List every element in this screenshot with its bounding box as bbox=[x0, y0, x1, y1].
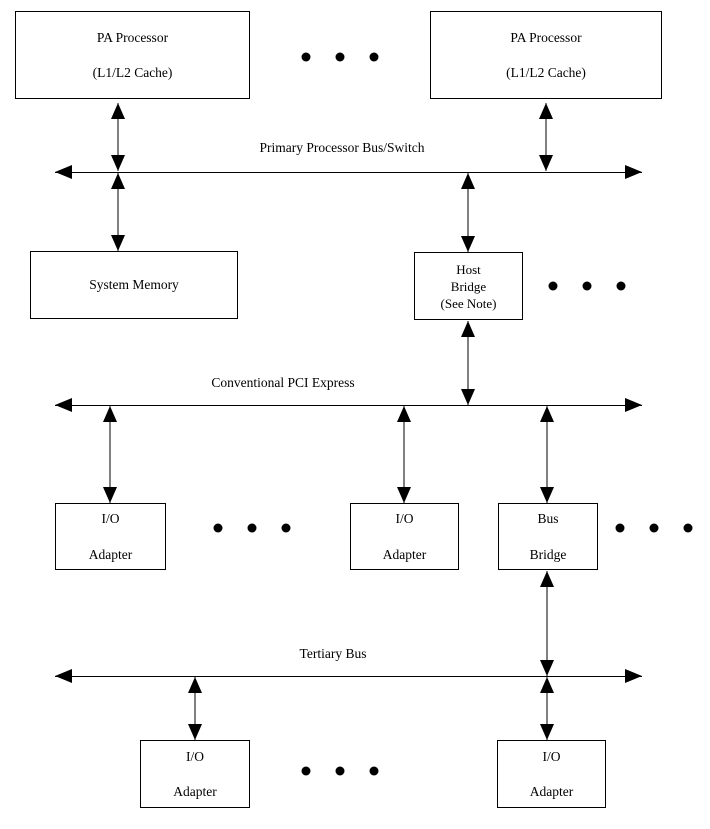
arrowhead-up bbox=[461, 321, 475, 337]
arrowhead-down bbox=[539, 155, 553, 171]
ellipsis-dot bbox=[582, 281, 592, 291]
pa-processor-left-box[interactable]: PA Processor (L1/L2 Cache) bbox=[15, 11, 250, 99]
system-memory-box[interactable]: System Memory bbox=[30, 251, 238, 319]
ellipsis-dot bbox=[247, 523, 257, 533]
arrowhead-down bbox=[111, 155, 125, 171]
arrowhead-down bbox=[540, 724, 554, 740]
primary-bus-right-arrow bbox=[625, 165, 642, 179]
pa-processor-left-title: PA Processor bbox=[96, 29, 169, 45]
ellipsis-dot bbox=[615, 523, 625, 533]
io-adapter-pci-right-line2: Adapter bbox=[382, 546, 427, 562]
bus-bridge-line2: Bridge bbox=[529, 546, 567, 562]
arrowhead-up bbox=[540, 406, 554, 422]
pa-processor-right-box[interactable]: PA Processor (L1/L2 Cache) bbox=[430, 11, 662, 99]
pci-express-bus-line bbox=[55, 405, 642, 406]
ellipsis-dot bbox=[301, 766, 311, 776]
pa-processor-right-subtitle: (L1/L2 Cache) bbox=[506, 65, 586, 80]
host-bridge-ellipsis bbox=[548, 281, 626, 291]
io-adapter-tertiary-left-line1: I/O bbox=[186, 748, 204, 764]
host-bridge-box[interactable]: Host Bridge (See Note) bbox=[414, 252, 523, 320]
io-adapter-row-right-ellipsis bbox=[615, 523, 693, 533]
connector-host-bridge-to-pci-bus bbox=[467, 321, 469, 405]
connector-pci-bus-to-io-adapter-left bbox=[109, 406, 111, 503]
arrowhead-up bbox=[111, 173, 125, 189]
primary-bus-left-arrow bbox=[55, 165, 72, 179]
connector-bus-bridge-to-tertiary-bus bbox=[546, 571, 548, 676]
connector-pci-bus-to-io-adapter-right bbox=[403, 406, 405, 503]
arrowhead-down bbox=[461, 389, 475, 405]
arrowhead-up bbox=[461, 173, 475, 189]
io-adapter-pci-left-line1: I/O bbox=[101, 511, 120, 526]
io-adapter-pci-right-box[interactable]: I/O Adapter bbox=[350, 503, 459, 570]
ellipsis-dot bbox=[369, 52, 379, 62]
tertiary-bus-line bbox=[55, 676, 642, 677]
host-bridge-line2: Bridge bbox=[450, 278, 487, 294]
arrowhead-up bbox=[188, 677, 202, 693]
tertiary-bus-right-arrow bbox=[625, 669, 642, 683]
pci-express-bus-label: Conventional PCI Express bbox=[211, 375, 355, 390]
connector-tertiary-bus-to-io-adapter-left bbox=[194, 677, 196, 740]
host-bridge-line1: Host bbox=[456, 261, 481, 277]
tertiary-bus-label: Tertiary Bus bbox=[299, 646, 367, 661]
io-adapter-row-left-ellipsis bbox=[213, 523, 291, 533]
ellipsis-dot bbox=[369, 766, 379, 776]
ellipsis-dot bbox=[616, 281, 626, 291]
ellipsis-dot bbox=[301, 52, 311, 62]
io-adapter-tertiary-right-line1: I/O bbox=[542, 748, 561, 764]
tertiary-row-ellipsis bbox=[301, 766, 379, 776]
system-memory-label: System Memory bbox=[89, 277, 179, 293]
pci-express-bus-left-arrow bbox=[55, 398, 72, 412]
arrowhead-down bbox=[540, 660, 554, 676]
ellipsis-dot bbox=[548, 281, 558, 291]
connector-pa-right-to-primary-bus bbox=[545, 103, 547, 171]
ellipsis-dot bbox=[335, 766, 345, 776]
pa-processor-right-title: PA Processor bbox=[510, 29, 582, 45]
bus-bridge-line1: Bus bbox=[537, 511, 559, 526]
io-adapter-tertiary-right-line2: Adapter bbox=[529, 784, 574, 799]
ellipsis-dot bbox=[649, 523, 659, 533]
arrowhead-down bbox=[540, 487, 554, 503]
arrowhead-up bbox=[540, 677, 554, 693]
pa-processor-left-subtitle: (L1/L2 Cache) bbox=[92, 65, 173, 80]
io-adapter-tertiary-left-box[interactable]: I/O Adapter bbox=[140, 740, 250, 808]
ellipsis-dot bbox=[281, 523, 291, 533]
arrowhead-down bbox=[103, 487, 117, 503]
pci-express-bus-right-arrow bbox=[625, 398, 642, 412]
arrowhead-down bbox=[397, 487, 411, 503]
arrowhead-up bbox=[397, 406, 411, 422]
arrowhead-down bbox=[111, 235, 125, 251]
connector-pci-bus-to-bus-bridge bbox=[546, 406, 548, 503]
connector-primary-bus-to-host-bridge bbox=[467, 173, 469, 252]
primary-bus-line bbox=[55, 172, 642, 173]
arrowhead-up bbox=[111, 103, 125, 119]
ellipsis-dot bbox=[213, 523, 223, 533]
processors-ellipsis bbox=[301, 52, 379, 62]
io-adapter-pci-right-line1: I/O bbox=[395, 511, 414, 526]
connector-pa-left-to-primary-bus bbox=[117, 103, 119, 171]
arrowhead-down bbox=[461, 236, 475, 252]
arrowhead-up bbox=[540, 571, 554, 587]
ellipsis-dot bbox=[335, 52, 345, 62]
connector-tertiary-bus-to-io-adapter-right bbox=[546, 677, 548, 740]
arrowhead-up bbox=[103, 406, 117, 422]
io-adapter-pci-left-line2: Adapter bbox=[88, 546, 133, 562]
io-adapter-tertiary-right-box[interactable]: I/O Adapter bbox=[497, 740, 606, 808]
io-adapter-pci-left-box[interactable]: I/O Adapter bbox=[55, 503, 166, 570]
bus-bridge-box[interactable]: Bus Bridge bbox=[498, 503, 598, 570]
primary-bus-label: Primary Processor Bus/Switch bbox=[259, 140, 425, 155]
arrowhead-down bbox=[188, 724, 202, 740]
ellipsis-dot bbox=[683, 523, 693, 533]
connector-primary-bus-to-system-memory bbox=[117, 173, 119, 251]
io-adapter-tertiary-left-line2: Adapter bbox=[173, 784, 217, 799]
host-bridge-note: (See Note) bbox=[440, 295, 497, 311]
arrowhead-up bbox=[539, 103, 553, 119]
tertiary-bus-left-arrow bbox=[55, 669, 72, 683]
